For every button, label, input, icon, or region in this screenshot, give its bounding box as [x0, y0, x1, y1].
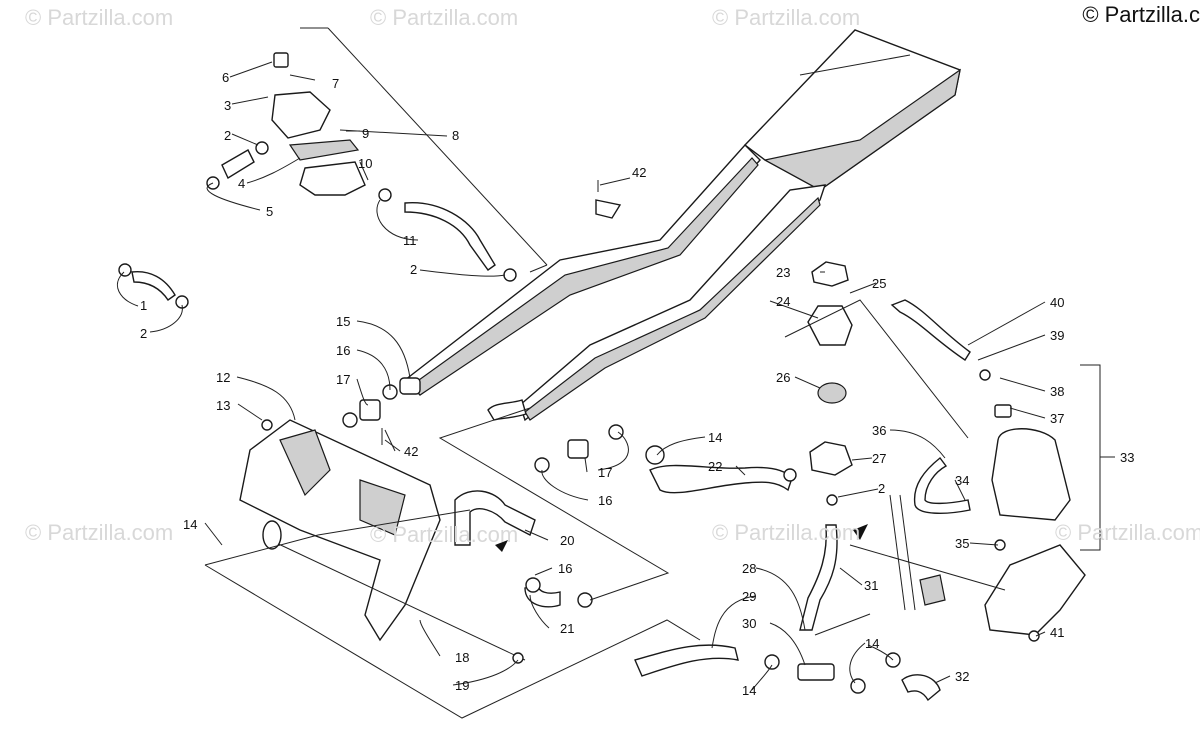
callout-16a: 16	[336, 343, 350, 358]
cooler-rail-right	[519, 184, 827, 422]
callout-27: 27	[872, 451, 886, 466]
callout-labels: 1 2 2 2 2 3 4 5 6 7 8 9 10 11 12 13 14 1…	[140, 70, 1134, 698]
hose-28	[799, 524, 838, 631]
tee-30	[764, 654, 866, 694]
callout-20: 20	[560, 533, 574, 548]
callout-35: 35	[955, 536, 969, 551]
callout-15: 15	[336, 314, 350, 329]
callout-5: 5	[266, 204, 273, 219]
hose-21	[524, 577, 593, 608]
hose-32	[885, 652, 941, 702]
callout-36: 36	[872, 423, 886, 438]
callout-2c: 2	[410, 262, 417, 277]
cooler-rail-left	[403, 143, 761, 396]
callout-26: 26	[776, 370, 790, 385]
front-frame-12	[239, 419, 526, 664]
watermark: © Partzilla.com	[712, 5, 861, 30]
callout-16c: 16	[598, 493, 612, 508]
callout-21: 21	[560, 621, 574, 636]
hose-20	[454, 490, 536, 546]
leader-lines	[117, 61, 1046, 691]
watermark: © Partzilla.com	[712, 520, 861, 545]
hose-22	[645, 445, 797, 494]
callout-11: 11	[403, 233, 417, 248]
callout-17b: 17	[598, 465, 612, 480]
coolant-tank-33	[979, 369, 1071, 551]
callout-6: 6	[222, 70, 229, 85]
arrow-pointer-31	[853, 524, 868, 540]
clamps-16-17	[261, 384, 398, 431]
hose-1	[118, 263, 189, 309]
tunnel-rail-upper	[743, 29, 961, 191]
callout-14a: 14	[183, 517, 197, 532]
fastener-42-upper	[595, 180, 622, 219]
callout-40: 40	[1050, 295, 1064, 310]
hose-29	[634, 644, 739, 677]
callout-24: 24	[776, 294, 790, 309]
callout-30: 30	[742, 616, 756, 631]
callout-8: 8	[452, 128, 459, 143]
watermark: © Partzilla.com	[1055, 520, 1200, 545]
watermark: © Partzilla.com	[25, 520, 174, 545]
callout-23: 23	[776, 265, 790, 280]
callout-32: 32	[955, 669, 969, 684]
callout-2b: 2	[140, 326, 147, 341]
callout-18: 18	[455, 650, 469, 665]
hose-17-mid	[534, 424, 624, 473]
callout-42a: 42	[632, 165, 646, 180]
callout-28: 28	[742, 561, 756, 576]
connector-hose-15	[399, 377, 421, 395]
watermark: © Partzilla.com	[370, 5, 519, 30]
callout-39: 39	[1050, 328, 1064, 343]
thermostat-housing	[807, 261, 853, 506]
callout-12: 12	[216, 370, 230, 385]
callout-17a: 17	[336, 372, 350, 387]
surge-tank-upper	[271, 52, 366, 196]
hose-36	[913, 457, 971, 514]
callout-14d: 14	[865, 636, 879, 651]
callout-37: 37	[1050, 411, 1064, 426]
hose-40	[890, 299, 971, 361]
arrow-pointer-20	[495, 540, 508, 552]
callout-13: 13	[216, 398, 230, 413]
callout-2d: 2	[878, 481, 885, 496]
callout-41: 41	[1050, 625, 1064, 640]
callout-42b: 42	[404, 444, 418, 459]
copyright-notice: © Partzilla.c	[1082, 2, 1200, 27]
callout-38: 38	[1050, 384, 1064, 399]
pipe-31	[889, 494, 946, 611]
callout-14c: 14	[742, 683, 756, 698]
callout-3: 3	[224, 98, 231, 113]
callout-14b: 14	[708, 430, 722, 445]
hose-11	[378, 188, 517, 282]
callout-9: 9	[362, 126, 369, 141]
callout-29: 29	[742, 589, 756, 604]
callout-10: 10	[358, 156, 372, 171]
watermark: © Partzilla.com	[370, 522, 519, 547]
callout-2a: 2	[224, 128, 231, 143]
bracket-41	[984, 544, 1086, 642]
callout-7: 7	[332, 76, 339, 91]
watermark: © Partzilla.com	[25, 5, 174, 30]
callout-19: 19	[455, 678, 469, 693]
callout-1: 1	[140, 298, 147, 313]
connector-hose-rear	[487, 399, 527, 421]
callout-31: 31	[864, 578, 878, 593]
callout-34: 34	[955, 473, 969, 488]
callout-22: 22	[708, 459, 722, 474]
callout-25: 25	[872, 276, 886, 291]
callout-16b: 16	[558, 561, 572, 576]
callout-33: 33	[1120, 450, 1134, 465]
callout-4: 4	[238, 176, 245, 191]
